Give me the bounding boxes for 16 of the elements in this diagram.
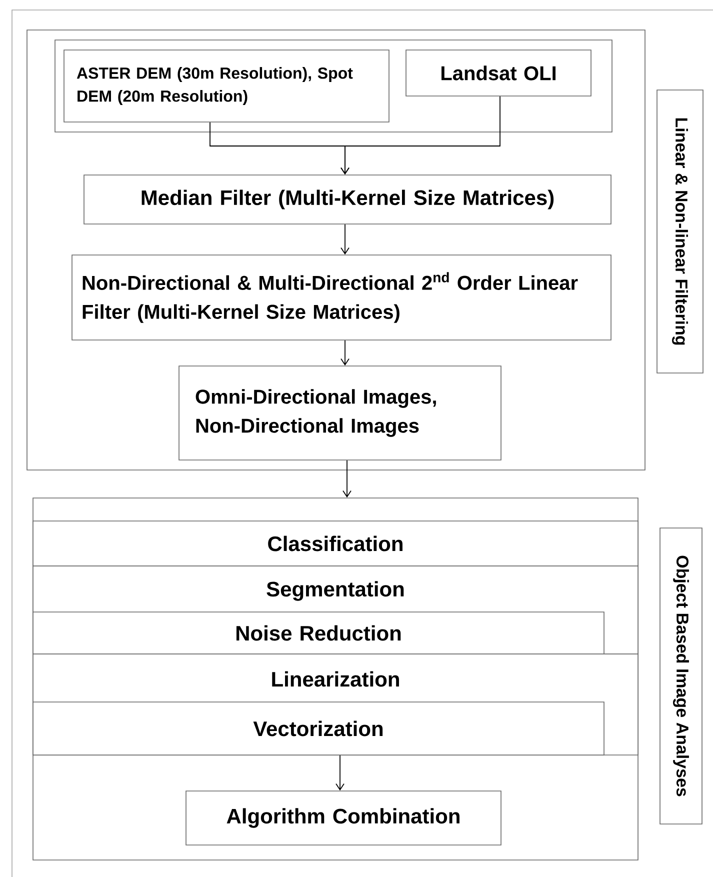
process-box: Non-Directional & Multi-Directional 2$^{nd}$ Order Linear Filter (Multi-Kernel Size Matrices): [72, 254, 612, 340]
arrow: [340, 96, 500, 175]
process-box: Median Filter (Multi-Kernel Size Matrices): [84, 174, 612, 224]
input-box: ASTER DEM (30m Resolution), Spot DEM (20m Resolution): [64, 50, 390, 122]
arrow: [340, 340, 350, 366]
input-box: Landsat OLI: [406, 50, 592, 96]
output-box: Omni-Directional Images, Non-Directional Images: [178, 366, 502, 460]
arrow: [342, 460, 352, 498]
side-label-box: Object Based Image Analyses: [660, 528, 702, 824]
process-box: Noise Reduction: [32, 612, 604, 654]
process-box: Algorithm Combination: [186, 790, 502, 846]
arrow: [336, 754, 344, 791]
process-band: Classification: [32, 520, 638, 566]
side-label-box: Linear & Non-linear Filtering: [656, 90, 704, 374]
arrow: [340, 224, 350, 255]
process-box: Vectorization: [32, 702, 604, 756]
